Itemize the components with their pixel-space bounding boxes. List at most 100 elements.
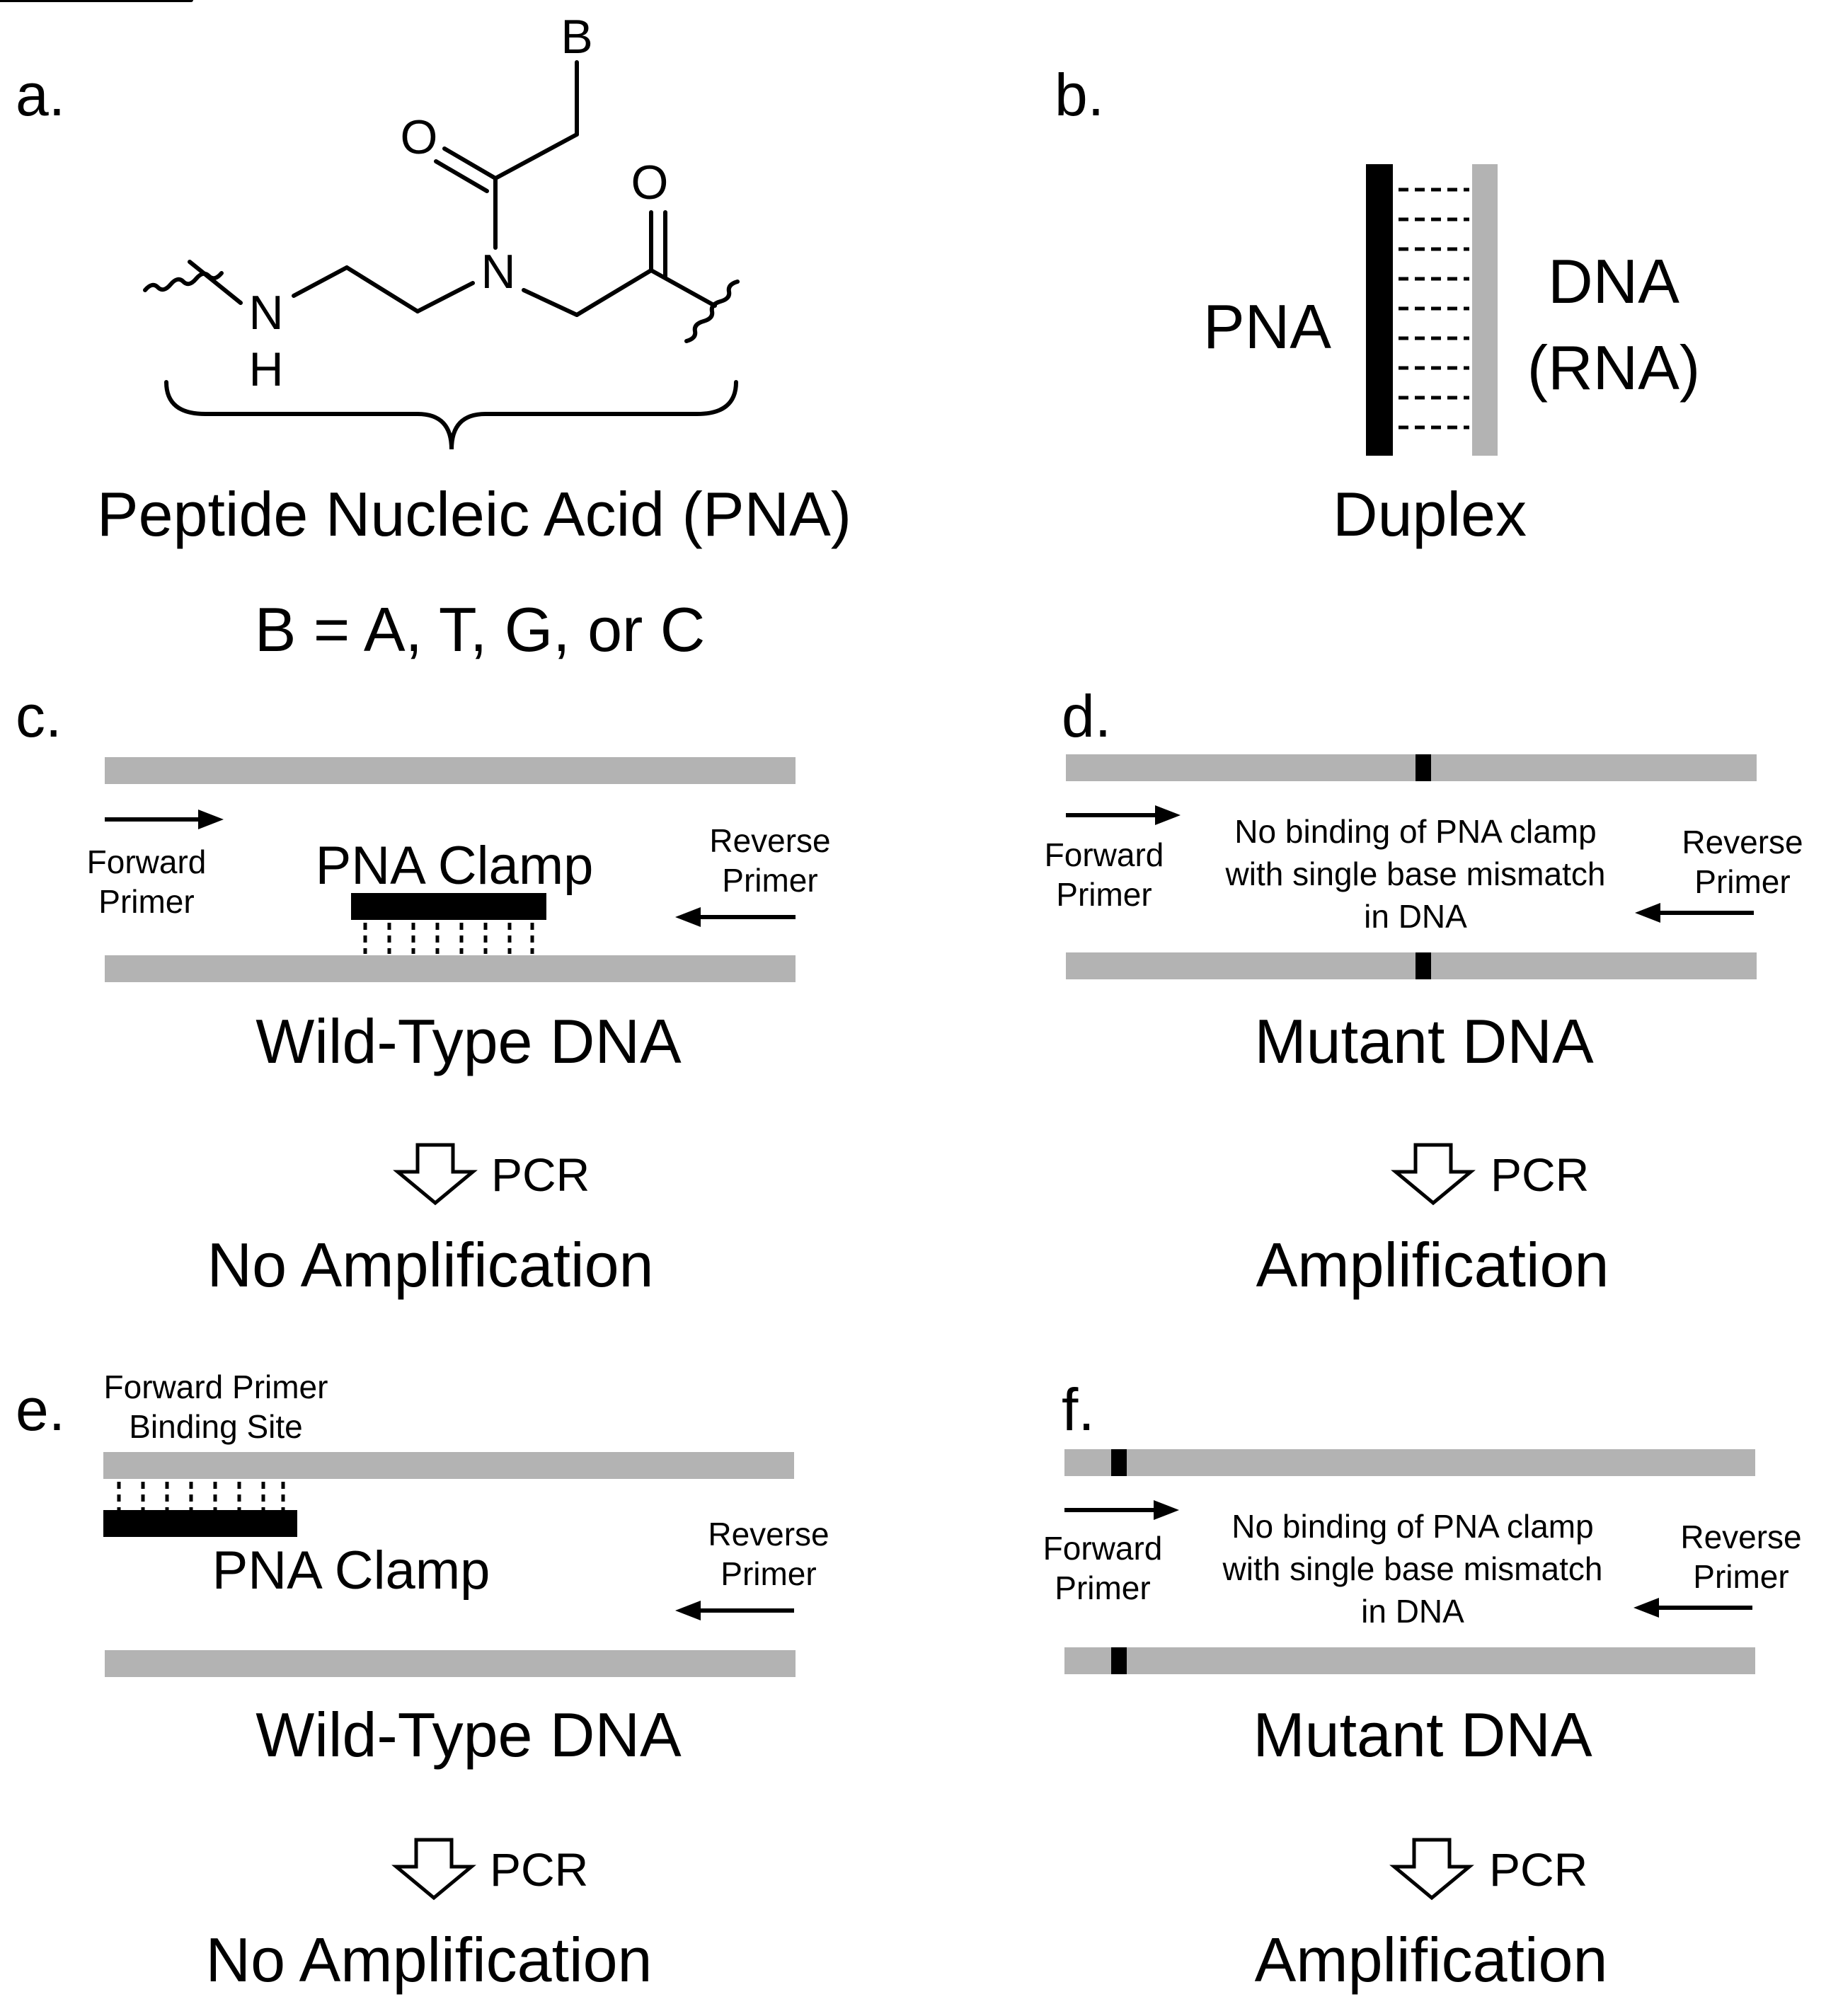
result-label: No Amplification bbox=[205, 1925, 653, 1995]
dna-strand bbox=[1472, 164, 1498, 456]
bond-c3-o1-a bbox=[442, 146, 498, 180]
forward-primer-line1: Forward bbox=[1044, 836, 1164, 873]
bond-nh-c1 bbox=[292, 265, 349, 298]
pcr-label: PCR bbox=[1489, 1843, 1588, 1896]
binding-site-label: Forward Primer Binding Site bbox=[104, 1367, 328, 1446]
atom-nh-n: N bbox=[248, 286, 284, 340]
forward-primer-line2: Primer bbox=[98, 883, 195, 921]
note-line3: in DNA bbox=[1361, 1592, 1464, 1630]
top-strand bbox=[103, 1452, 794, 1479]
forward-primer-label: Forward Primer bbox=[1045, 835, 1164, 914]
reverse-primer-arrow bbox=[675, 1601, 794, 1620]
note-line3: in DNA bbox=[1364, 897, 1467, 935]
pcr-arrow bbox=[1391, 1143, 1476, 1206]
pcr-arrow bbox=[391, 1838, 476, 1901]
result-label: Amplification bbox=[1256, 1230, 1609, 1300]
atom-nh-h: H bbox=[248, 342, 284, 396]
pcr-label: PCR bbox=[490, 1843, 589, 1896]
result-label: Amplification bbox=[1254, 1925, 1608, 1995]
panel-letter-b: b. bbox=[1055, 62, 1105, 128]
pcr-arrow bbox=[393, 1143, 478, 1206]
reverse-primer-line2: Primer bbox=[1694, 863, 1791, 901]
pna-clamp-label: PNA Clamp bbox=[315, 836, 594, 896]
reverse-primer-label: Reverse Primer bbox=[1682, 822, 1803, 902]
atom-o-left: O bbox=[400, 110, 438, 164]
forward-primer-line1: Forward bbox=[86, 843, 207, 880]
reverse-primer-line1: Reverse bbox=[709, 822, 831, 859]
rna-label: (RNA) bbox=[1527, 333, 1701, 403]
top-strand bbox=[1064, 1449, 1755, 1476]
bond-c2-n bbox=[415, 281, 475, 313]
bond-c5-c6 bbox=[575, 268, 653, 317]
pna-title: Peptide Nucleic Acid (PNA) bbox=[96, 479, 852, 549]
clamp-base-pairs bbox=[117, 1482, 285, 1510]
reverse-primer-line2: Primer bbox=[722, 862, 818, 899]
forward-primer-line2: Primer bbox=[1056, 876, 1152, 914]
panel-letter-d: d. bbox=[1062, 683, 1112, 749]
reverse-primer-line1: Reverse bbox=[708, 1516, 829, 1553]
mismatch-marker-bottom bbox=[1416, 952, 1431, 979]
forward-primer-arrow bbox=[1064, 1500, 1179, 1520]
reverse-primer-arrow bbox=[1633, 1598, 1752, 1618]
panel-letter-a: a. bbox=[16, 62, 66, 128]
bottom-strand bbox=[1066, 952, 1757, 979]
pna-clamp-bar bbox=[351, 893, 546, 920]
bond-c6-wave bbox=[649, 268, 717, 308]
atom-n: N bbox=[481, 245, 516, 299]
top-strand bbox=[105, 757, 796, 784]
forward-primer-label: Forward Primer bbox=[87, 842, 207, 921]
wavy-bond-right bbox=[684, 280, 740, 343]
note-line2: with single base mismatch bbox=[1225, 855, 1606, 892]
note-line1: No binding of PNA clamp bbox=[1234, 813, 1597, 850]
panel-letter-e: e. bbox=[16, 1376, 66, 1443]
pcr-label: PCR bbox=[1491, 1148, 1590, 1201]
forward-primer-line2: Primer bbox=[1055, 1569, 1151, 1607]
top-strand bbox=[1066, 754, 1757, 781]
note-line2: with single base mismatch bbox=[1222, 1550, 1603, 1587]
no-binding-note: No binding of PNA clamp with single base… bbox=[1223, 1506, 1603, 1632]
note-line1: No binding of PNA clamp bbox=[1231, 1508, 1594, 1545]
base-legend: B = A, T, G, or C bbox=[254, 594, 706, 664]
forward-primer-arrow bbox=[105, 810, 224, 829]
dna-type-label: Wild-Type DNA bbox=[255, 1006, 682, 1076]
dna-label: DNA bbox=[1548, 246, 1679, 316]
binding-site-line1: Forward Primer bbox=[103, 1369, 328, 1405]
panel-letter-c: c. bbox=[16, 683, 62, 749]
bottom-strand bbox=[1064, 1647, 1755, 1674]
forward-primer-line1: Forward bbox=[1043, 1530, 1163, 1567]
no-binding-note: No binding of PNA clamp with single base… bbox=[1226, 811, 1606, 938]
mismatch-marker-bottom bbox=[1111, 1647, 1127, 1674]
reverse-primer-arrow bbox=[675, 907, 796, 927]
binding-site-line2: Binding Site bbox=[129, 1408, 303, 1446]
reverse-primer-line2: Primer bbox=[1693, 1558, 1789, 1596]
atom-b: B bbox=[561, 10, 593, 64]
curly-brace bbox=[164, 380, 738, 450]
reverse-primer-line2: Primer bbox=[720, 1555, 817, 1593]
bottom-strand bbox=[105, 1650, 796, 1677]
pcr-arrow bbox=[1389, 1838, 1474, 1901]
reverse-primer-label: Reverse Primer bbox=[1680, 1517, 1801, 1596]
reverse-primer-label: Reverse Primer bbox=[709, 821, 830, 900]
reverse-primer-line1: Reverse bbox=[1682, 824, 1803, 860]
reverse-primer-label: Reverse Primer bbox=[708, 1514, 829, 1594]
forward-primer-arrow bbox=[1066, 805, 1181, 825]
pna-clamp-bar bbox=[103, 1510, 297, 1537]
bond-c3-c4 bbox=[493, 132, 579, 180]
dna-type-label: Wild-Type DNA bbox=[255, 1700, 682, 1770]
dna-type-label: Mutant DNA bbox=[1253, 1700, 1592, 1770]
pna-label: PNA bbox=[1203, 292, 1331, 362]
atom-o-right: O bbox=[631, 156, 669, 209]
pna-clamp-label: PNA Clamp bbox=[212, 1540, 490, 1601]
result-label: No Amplification bbox=[207, 1230, 654, 1300]
reverse-primer-line1: Reverse bbox=[1680, 1519, 1802, 1555]
reverse-primer-arrow bbox=[1635, 903, 1754, 923]
duplex-caption: Duplex bbox=[1333, 479, 1527, 549]
panel-letter-f: f. bbox=[1062, 1376, 1095, 1443]
bond-c3-o1-b bbox=[434, 159, 489, 193]
forward-primer-label: Forward Primer bbox=[1043, 1528, 1163, 1608]
